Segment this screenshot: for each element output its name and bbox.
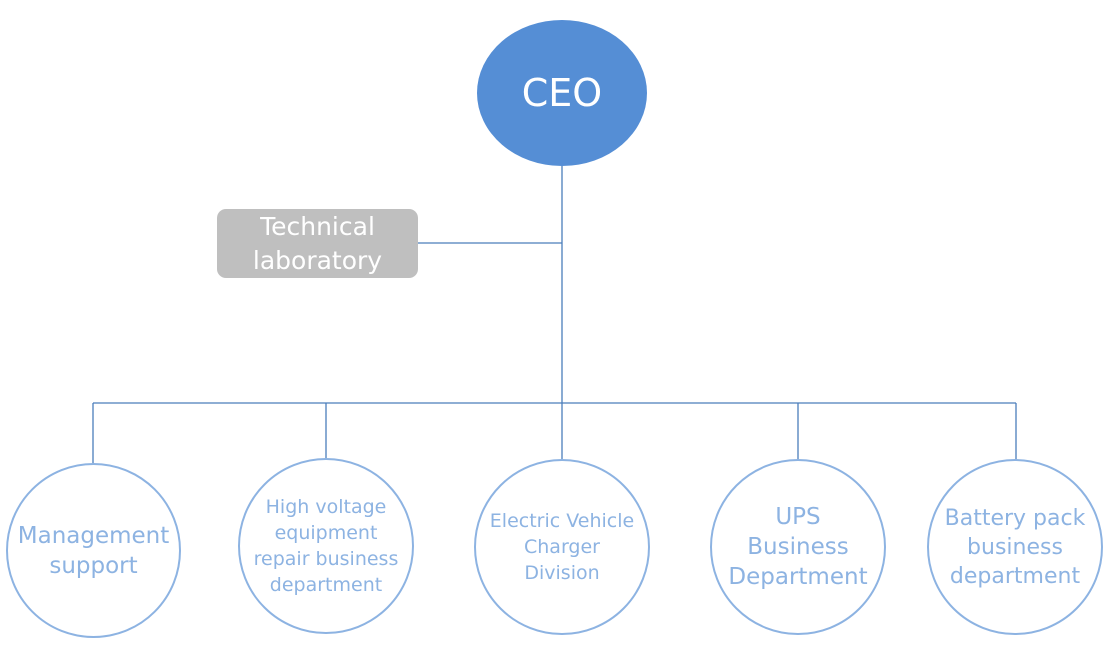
- department-node-electric-vehicle-charger: Electric Vehicle Charger Division: [474, 459, 650, 635]
- technical-laboratory-label: Technical laboratory: [252, 211, 383, 275]
- ceo-node: CEO: [477, 20, 647, 166]
- technical-laboratory-node: Technical laboratory: [217, 209, 418, 278]
- department-label: High voltage equipment repair business d…: [253, 496, 399, 596]
- ceo-label: CEO: [521, 71, 603, 115]
- department-label: Battery pack business department: [944, 505, 1086, 589]
- department-label: Management support: [17, 522, 170, 579]
- department-label: Electric Vehicle Charger Division: [489, 510, 635, 584]
- department-node-high-voltage-equipment-repair: High voltage equipment repair business d…: [238, 458, 414, 634]
- department-node-ups-business: UPS Business Department: [710, 459, 886, 635]
- department-label: UPS Business Department: [728, 504, 868, 590]
- department-node-management-support: Management support: [6, 463, 181, 638]
- department-node-battery-pack-business: Battery pack business department: [927, 459, 1103, 635]
